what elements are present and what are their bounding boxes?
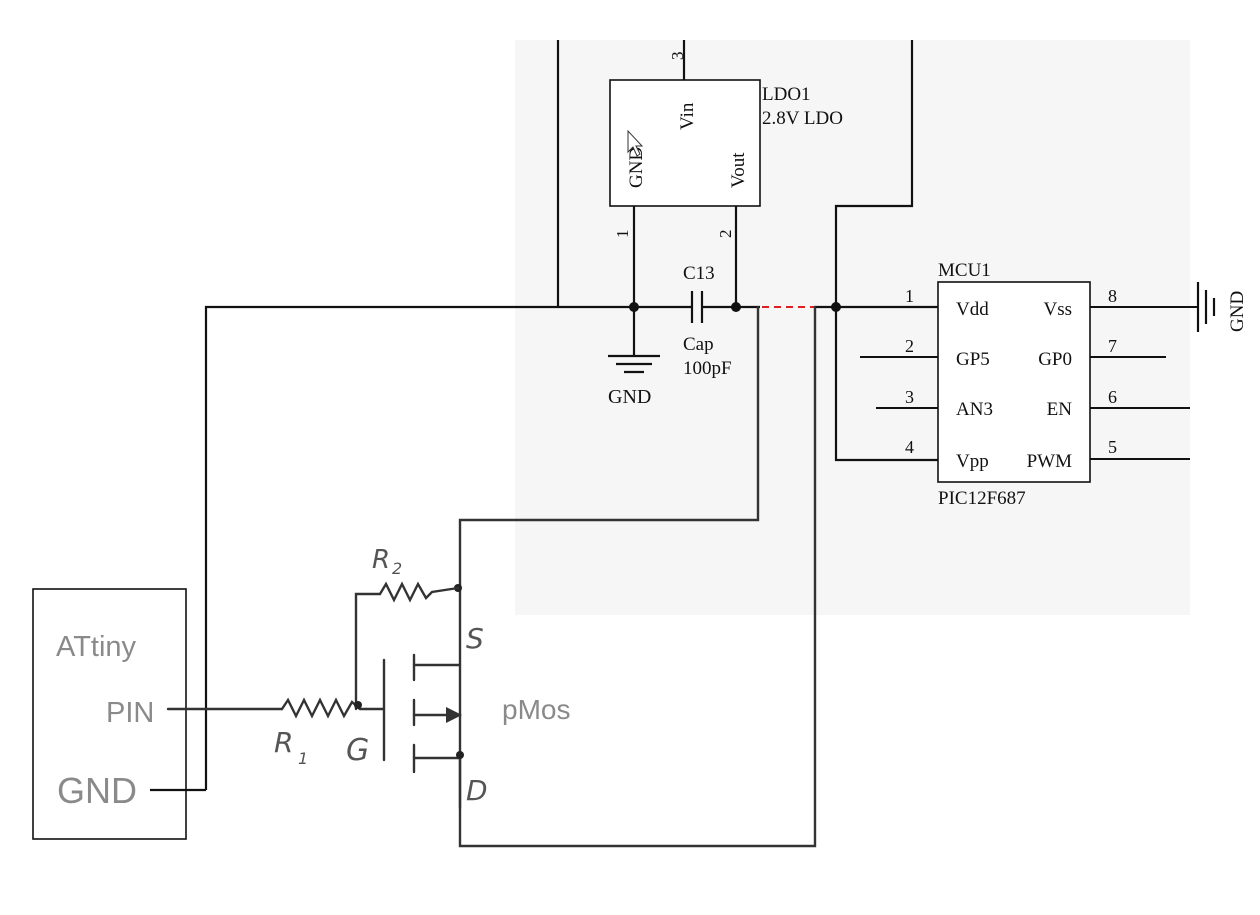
r2-sub: 2 [392, 559, 402, 578]
pmos-label: pMos [502, 694, 570, 725]
mcu-pic12f687: MCU1 PIC12F687 1 2 3 4 Vdd GP5 AN3 Vpp 8… [860, 260, 1248, 509]
ldo-pin-gnd: GND [626, 147, 647, 188]
resistor-r2 [354, 581, 460, 711]
ldo-value: 2.8V LDO [762, 108, 843, 129]
ldo-pin-num-2: 2 [716, 230, 735, 239]
r2-label: R [372, 545, 390, 575]
ldo-pin-vout: Vout [728, 152, 749, 188]
resistor-r1 [280, 697, 368, 719]
ldo-pin-vin: Vin [677, 102, 698, 130]
attiny-gnd-label: GND [57, 770, 137, 811]
vss-ground-symbol: GND [1196, 282, 1248, 332]
source-label: S [466, 622, 484, 655]
cap-ref: C13 [683, 263, 715, 284]
r1-sub: 1 [298, 749, 308, 768]
mcu-pin-num: 2 [905, 336, 914, 356]
attiny-block: ATtiny PIN GND [32, 588, 206, 840]
cap-value: 100pF [683, 358, 732, 379]
pmos-switch: R 2 R 1 G S D pMos [166, 305, 817, 848]
mcu-pin-name: EN [1047, 399, 1073, 420]
ldo-pin-num-1: 1 [613, 230, 632, 239]
mcu-part: PIC12F687 [938, 488, 1026, 509]
cursor-icon [627, 129, 644, 157]
mcu-pin-num: 3 [905, 387, 914, 407]
mcu-pin-num: 7 [1108, 336, 1117, 356]
junction-dot [456, 751, 464, 759]
mcu-pin-num: 4 [905, 437, 914, 457]
source-wire [458, 305, 760, 810]
ldo-ref: LDO1 [762, 84, 811, 105]
power-rail [204, 40, 938, 790]
attiny-title: ATtiny [56, 631, 137, 663]
ldo-regulator: LDO1 2.8V LDO Vin GND Vout 3 1 2 [609, 40, 843, 307]
r1-label: R [274, 726, 293, 759]
mcu-pin-name: GP0 [1038, 349, 1072, 370]
mcu-pin-name: AN3 [956, 399, 993, 420]
mcu-pin-num: 6 [1108, 387, 1117, 407]
drain-wire [458, 305, 817, 848]
junction-dot [354, 701, 362, 709]
mcu-pin-name: Vss [1043, 299, 1072, 320]
attiny-body [32, 588, 187, 840]
vss-gnd-label: GND [1227, 291, 1248, 332]
mcu-pin-name: Vpp [956, 451, 989, 472]
junction-dot [831, 302, 841, 312]
capacitor-c13: C13 Cap 100pF [683, 263, 732, 379]
ldo-ground-symbol: GND [608, 307, 660, 408]
mcu-body [937, 281, 1091, 483]
mcu-pin-num: 1 [905, 286, 914, 306]
mcu-pin-name: PWM [1027, 451, 1073, 472]
mcu-ref: MCU1 [938, 260, 991, 281]
gnd-label: GND [608, 386, 651, 408]
gate-label: G [346, 733, 369, 768]
ldo-pin-num-3: 3 [668, 52, 687, 61]
cap-type: Cap [683, 334, 714, 355]
mcu-pin-name: GP5 [956, 349, 990, 370]
junction-dot [629, 302, 639, 312]
junction-dot [731, 302, 741, 312]
mosfet-arrow [446, 707, 462, 723]
attiny-pin-label: PIN [106, 697, 154, 729]
mcu-pin-name: Vdd [956, 299, 989, 320]
mcu-pin-num: 5 [1108, 437, 1117, 457]
drain-label: D [466, 774, 488, 807]
mcu-pin-num: 8 [1108, 286, 1117, 306]
